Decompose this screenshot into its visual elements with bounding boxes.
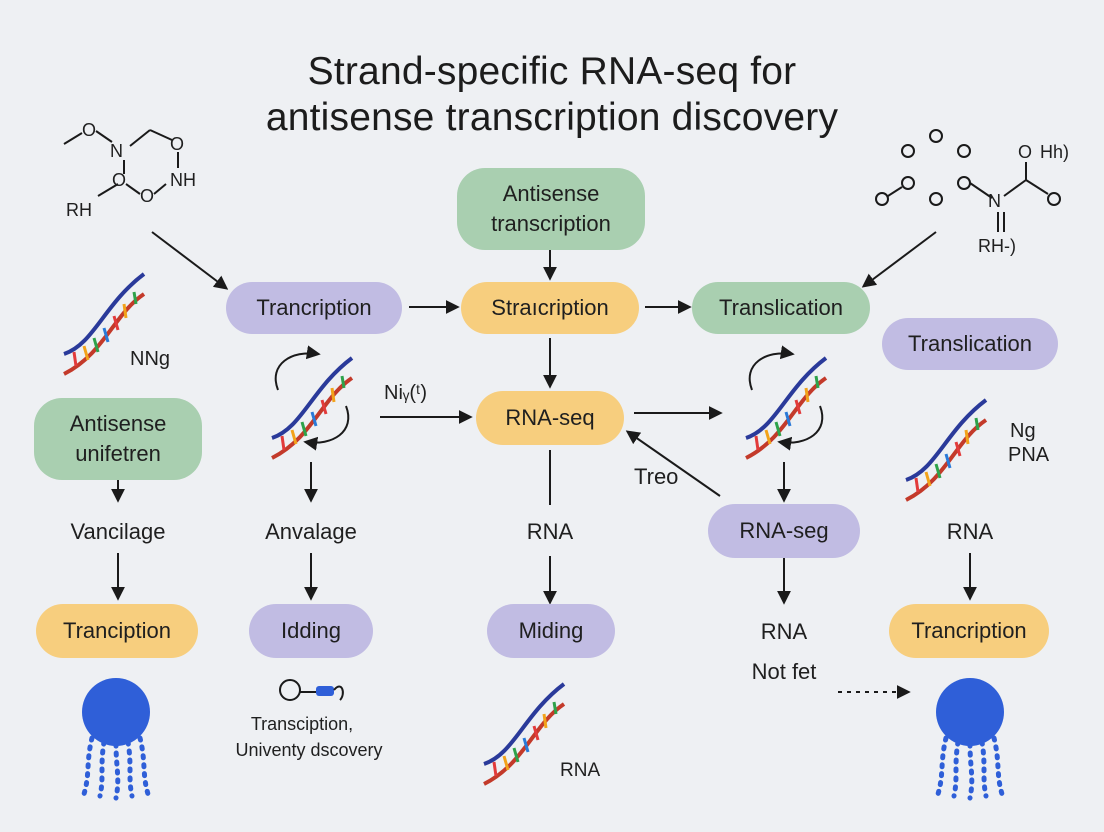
atom-label: O (170, 134, 185, 154)
atom-label: N (988, 191, 1001, 211)
atom-label: O (1018, 142, 1033, 162)
atom-label: Hh) (1040, 142, 1070, 162)
title-line-1: Strand-specific RNA-seq for (307, 50, 797, 93)
node-antisense-transcription: Antisense transcription (457, 168, 645, 250)
node-stranscription: Straıcription (461, 282, 639, 334)
node-miding: Miding (487, 604, 615, 658)
node-trancription-bottom-left: Tranciption (36, 604, 198, 658)
label-nng: NNg (130, 348, 171, 370)
node-rnaseg: RNA-seg (708, 504, 860, 558)
dna-helix-icon (482, 682, 566, 786)
jellyfish-icon (82, 678, 150, 798)
dna-cycle-icon (272, 353, 352, 458)
label-rna-bottom: RNA (560, 760, 601, 781)
dna-helix-icon (904, 398, 988, 502)
atom-label: O (82, 120, 97, 140)
label-treo: Treo (634, 464, 679, 489)
atom-label: O (140, 186, 155, 206)
node-translication-right: Translication (882, 318, 1058, 370)
node-antisense-unifetren: Antisense unifetren (34, 398, 202, 480)
dna-cycle-icon (746, 353, 826, 458)
probe-icon (279, 679, 344, 701)
label-vancilage: Vancilage (70, 519, 166, 544)
molecule-structure-right (875, 129, 1061, 232)
label-anvalage: Anvalaɡe (265, 519, 357, 544)
title-line-2: antisense transcription discovery (265, 96, 839, 139)
atom-label: RH-) (978, 236, 1016, 256)
label-niy: Niᵧ(ᵗ) (384, 382, 428, 404)
node-rnaseq-center: RNA-seq (476, 391, 624, 445)
atom-label: NH (170, 170, 196, 190)
label-pna: PNA (1008, 444, 1050, 466)
label-rna-right: RNA (946, 519, 994, 544)
node-idding: Idding (249, 604, 373, 658)
node-translication-top: Translication (692, 282, 870, 334)
node-trancription-bottom-right: Trancription (889, 604, 1049, 658)
label-ng: Ng (1010, 420, 1036, 442)
footnote-line-1: Transciption, (250, 714, 354, 734)
molecule-structure-left (63, 129, 179, 197)
connector-arrows (111, 231, 977, 699)
atom-label: RH (66, 200, 92, 220)
footnote-line-2: Univenty dscovery (235, 740, 383, 760)
atom-label: O (112, 170, 127, 190)
label-rna-center: RNA (526, 519, 574, 544)
node-transcription-left: Trancription (226, 282, 402, 334)
jellyfish-icon (936, 678, 1004, 798)
label-rna-mid-right: RNA (760, 619, 808, 644)
atom-label: N (110, 141, 123, 161)
label-not-fet: Not fet (751, 659, 817, 684)
